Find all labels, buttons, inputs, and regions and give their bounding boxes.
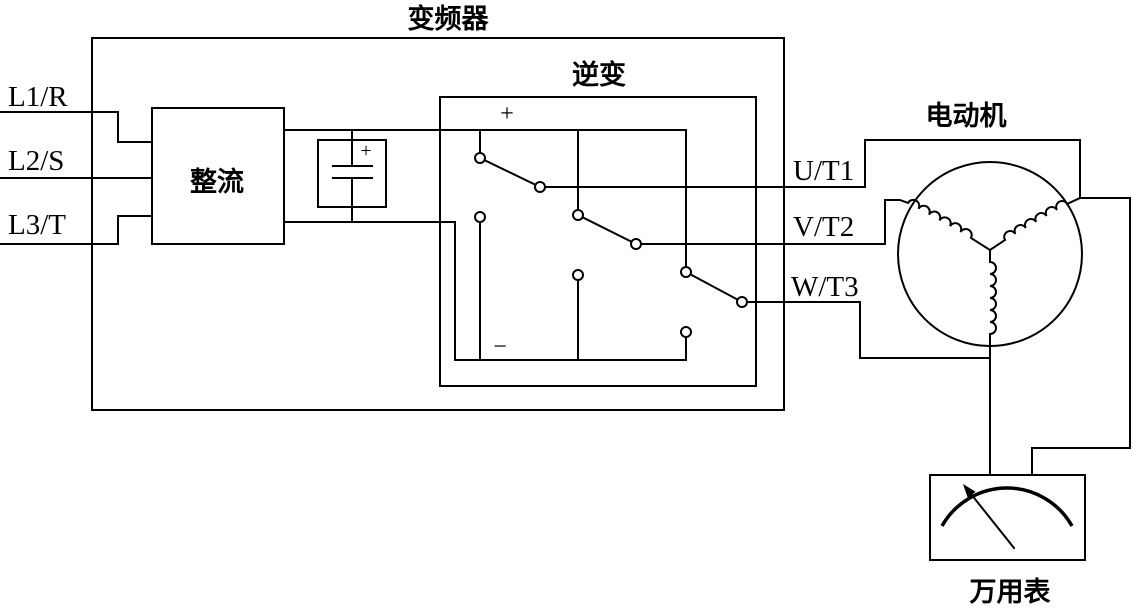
inverter-switch-u (474, 152, 546, 223)
multimeter-needle-arrow-icon (963, 484, 976, 498)
multimeter-lead-u (1031, 197, 1131, 476)
rectifier-box (151, 107, 285, 245)
switch-contact-top (680, 266, 692, 278)
inverter-switch-v (572, 209, 642, 281)
rectifier: 整流 (151, 107, 285, 245)
winding-u-terminal (1065, 196, 1082, 206)
switch-lever (684, 270, 744, 304)
switch-lever (576, 213, 638, 246)
motor-star-windings (907, 196, 1082, 335)
output-label-u: U/T1 (793, 155, 854, 187)
output-wires: U/T1 V/T2 W/T3 (539, 139, 1081, 359)
dc-bus-positive (283, 129, 687, 268)
winding-v-lead (969, 236, 992, 252)
converter-box (91, 37, 785, 411)
output-wire-w (741, 301, 991, 359)
winding-v-coil (907, 198, 973, 239)
multimeter-needle (970, 493, 1016, 550)
output-label-v: V/T2 (793, 211, 854, 243)
winding-u-lead (988, 238, 1007, 252)
switch-contact-top (474, 152, 486, 164)
switch-contact-bottom (680, 326, 692, 338)
inverter-switch-w (680, 266, 748, 338)
input-wire-l3 (0, 215, 153, 245)
switch-pivot (736, 296, 748, 308)
inverter-negative-sign: − (493, 334, 507, 360)
input-wire-l1 (0, 111, 153, 143)
inverter-positive-sign: + (500, 101, 514, 127)
multimeter-label: 万用表 (970, 577, 1051, 608)
switch-contact-top (572, 209, 584, 221)
input-label-l3: L3/T (8, 209, 66, 241)
motor-label: 电动机 (926, 101, 1007, 132)
winding-w-coil (989, 261, 997, 335)
input-label-l1: L1/R (8, 81, 68, 113)
inverter-switches (474, 152, 748, 338)
output-wire-u (539, 139, 1081, 199)
multimeter: 万用表 (929, 197, 1131, 608)
winding-u-coil (1003, 200, 1069, 241)
dc-bus (283, 129, 687, 361)
input-label-l2: L2/S (8, 145, 64, 177)
switch-pivot (630, 238, 642, 250)
converter-title: 变频器 (408, 3, 490, 35)
switch-contact-bottom (474, 211, 486, 223)
inverter: 逆变 + − (439, 59, 757, 387)
switch-lever (478, 156, 542, 189)
rectifier-label: 整流 (190, 167, 244, 198)
inverter-label: 逆变 (572, 59, 626, 91)
dc-bus-negative (283, 221, 687, 361)
power-inputs: L1/R L2/S L3/T (0, 81, 153, 245)
converter: 变频器 (91, 3, 785, 411)
filter-capacitor: + (317, 129, 387, 223)
capacitor-polarity-sign: + (360, 140, 371, 162)
multimeter-scale-arc (940, 486, 1074, 527)
multimeter-box (929, 474, 1086, 561)
motor: 电动机 (897, 101, 1083, 347)
inverter-box (439, 96, 757, 387)
switch-pivot (534, 181, 546, 193)
switch-contact-bottom (572, 269, 584, 281)
output-wire-v (635, 199, 910, 245)
output-label-w: W/T3 (791, 271, 859, 303)
